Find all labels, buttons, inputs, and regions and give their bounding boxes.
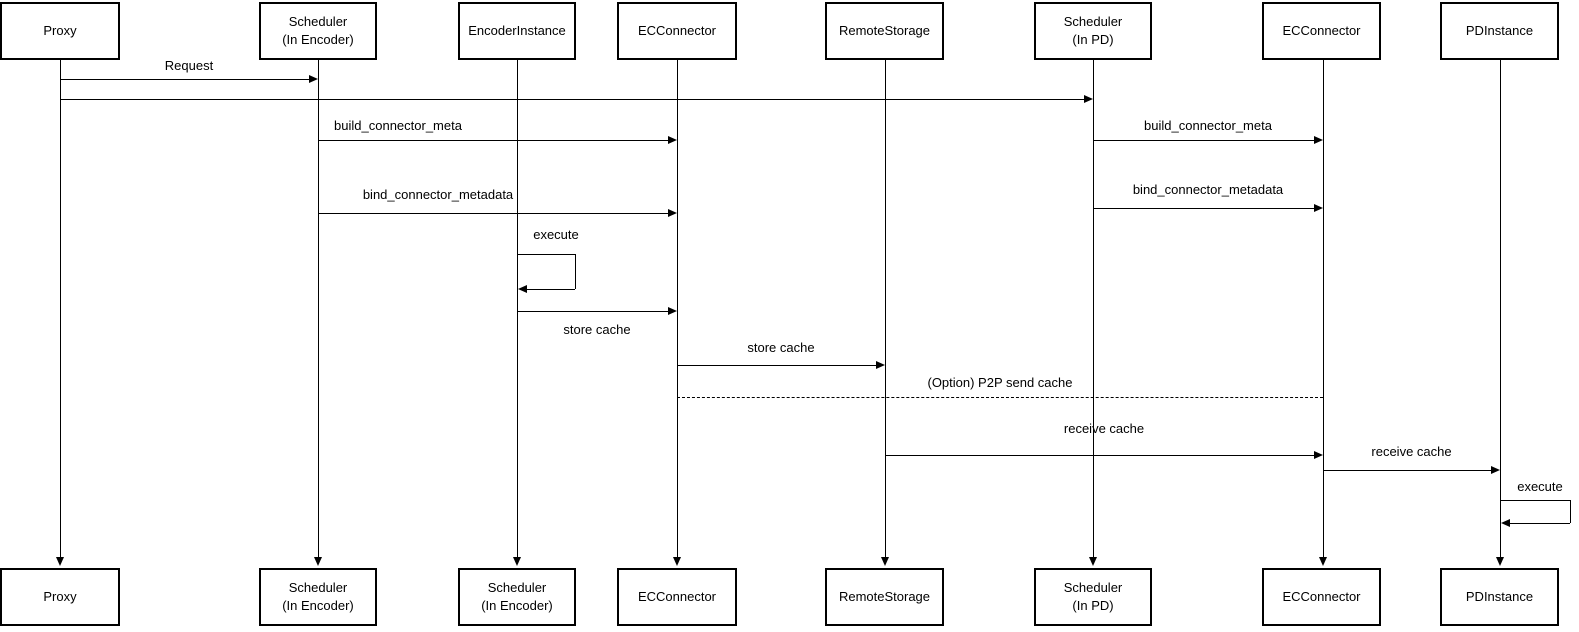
actor-top-ecconnector-left: ECConnector: [617, 2, 737, 60]
actor-bottom-scheduler-encoder-1: Scheduler (In Encoder): [259, 568, 377, 626]
actor-bottom-ecconnector-right: ECConnector: [1262, 568, 1381, 626]
actor-bottom-pdinstance: PDInstance: [1440, 568, 1559, 626]
actor-bottom-ecconnector-left: ECConnector: [617, 568, 737, 626]
lifeline-arrow-icon: [1089, 557, 1097, 566]
actor-top-proxy: Proxy: [0, 2, 120, 60]
actor-top-scheduler-encoder: Scheduler (In Encoder): [259, 2, 377, 60]
message-build-connector-meta-left-label: build_connector_meta: [334, 118, 462, 133]
actor-top-pdinstance: PDInstance: [1440, 2, 1559, 60]
lifeline-arrow-icon: [673, 557, 681, 566]
message-execute-pd-arrow-icon: [1501, 519, 1510, 527]
actor-bottom-scheduler-pd: Scheduler (In PD): [1034, 568, 1152, 626]
message-bind-connector-metadata-right-arrow-icon: [1314, 204, 1323, 212]
message-execute-pd-loop-right: [1570, 500, 1571, 523]
message-receive-cache-2-line: [1323, 470, 1491, 471]
actor-top-ecconnector-right: ECConnector: [1262, 2, 1381, 60]
lifeline-ecconnector-left: [677, 60, 678, 558]
message-bind-connector-metadata-left-line: [318, 213, 669, 214]
actor-bottom-scheduler-encoder-2: Scheduler (In Encoder): [458, 568, 576, 626]
lifeline-arrow-icon: [513, 557, 521, 566]
lifeline-arrow-icon: [1319, 557, 1327, 566]
message-request-arrow-icon: [309, 75, 318, 83]
message-p2p-send-cache-label: (Option) P2P send cache: [927, 375, 1073, 390]
message-execute-pd-loop-top: [1501, 500, 1570, 501]
message-bind-connector-metadata-left-label: bind_connector_metadata: [362, 187, 514, 202]
lifeline-pdinstance: [1500, 60, 1501, 558]
actor-top-scheduler-pd: Scheduler (In PD): [1034, 2, 1152, 60]
message-execute-encoder-arrow-icon: [518, 285, 527, 293]
message-store-cache-2-arrow-icon: [876, 361, 885, 369]
message-build-connector-meta-right-label: build_connector_meta: [1144, 118, 1272, 133]
lifeline-encoder-instance: [517, 60, 518, 558]
message-bind-connector-metadata-left-arrow-icon: [668, 209, 677, 217]
message-receive-cache-1-label: receive cache: [1063, 421, 1145, 436]
message-bind-connector-metadata-right-line: [1093, 208, 1314, 209]
message-execute-encoder-loop-bottom: [527, 289, 575, 290]
message-build-connector-meta-left-arrow-icon: [668, 136, 677, 144]
message-execute-encoder-loop-top: [518, 254, 575, 255]
lifeline-scheduler-pd: [1093, 60, 1094, 558]
lifeline-remote-storage: [885, 60, 886, 558]
lifeline-arrow-icon: [881, 557, 889, 566]
actor-bottom-remote-storage: RemoteStorage: [825, 568, 944, 626]
message-request-label: Request: [164, 58, 214, 73]
message-store-cache-1-arrow-icon: [668, 307, 677, 315]
message-execute-encoder-label: execute: [533, 227, 579, 242]
message-receive-cache-1-arrow-icon: [1314, 451, 1323, 459]
lifeline-proxy: [60, 60, 61, 558]
message-proxy-to-pd-line: [60, 99, 1085, 100]
message-execute-encoder-loop-right: [575, 254, 576, 289]
message-store-cache-2-line: [677, 365, 876, 366]
message-execute-pd-label: execute: [1517, 479, 1563, 494]
message-proxy-to-pd-arrow-icon: [1084, 95, 1093, 103]
message-build-connector-meta-left-line: [318, 140, 669, 141]
message-store-cache-2-label: store cache: [747, 340, 815, 355]
lifeline-ecconnector-right: [1323, 60, 1324, 558]
message-receive-cache-2-label: receive cache: [1371, 444, 1452, 459]
actor-top-encoder-instance: EncoderInstance: [458, 2, 576, 60]
actor-bottom-proxy: Proxy: [0, 568, 120, 626]
message-build-connector-meta-right-line: [1093, 140, 1314, 141]
message-build-connector-meta-right-arrow-icon: [1314, 136, 1323, 144]
message-request-line: [60, 79, 310, 80]
lifeline-scheduler-encoder: [318, 60, 319, 558]
lifeline-arrow-icon: [1496, 557, 1504, 566]
actor-top-remote-storage: RemoteStorage: [825, 2, 944, 60]
lifeline-arrow-icon: [314, 557, 322, 566]
message-bind-connector-metadata-right-label: bind_connector_metadata: [1132, 182, 1284, 197]
message-receive-cache-2-arrow-icon: [1491, 466, 1500, 474]
message-p2p-send-cache-line: [677, 397, 1323, 398]
message-store-cache-1-line: [517, 311, 668, 312]
message-execute-pd-loop-bottom: [1510, 523, 1570, 524]
message-receive-cache-1-line: [885, 455, 1314, 456]
lifeline-arrow-icon: [56, 557, 64, 566]
message-store-cache-1-label: store cache: [563, 322, 631, 337]
